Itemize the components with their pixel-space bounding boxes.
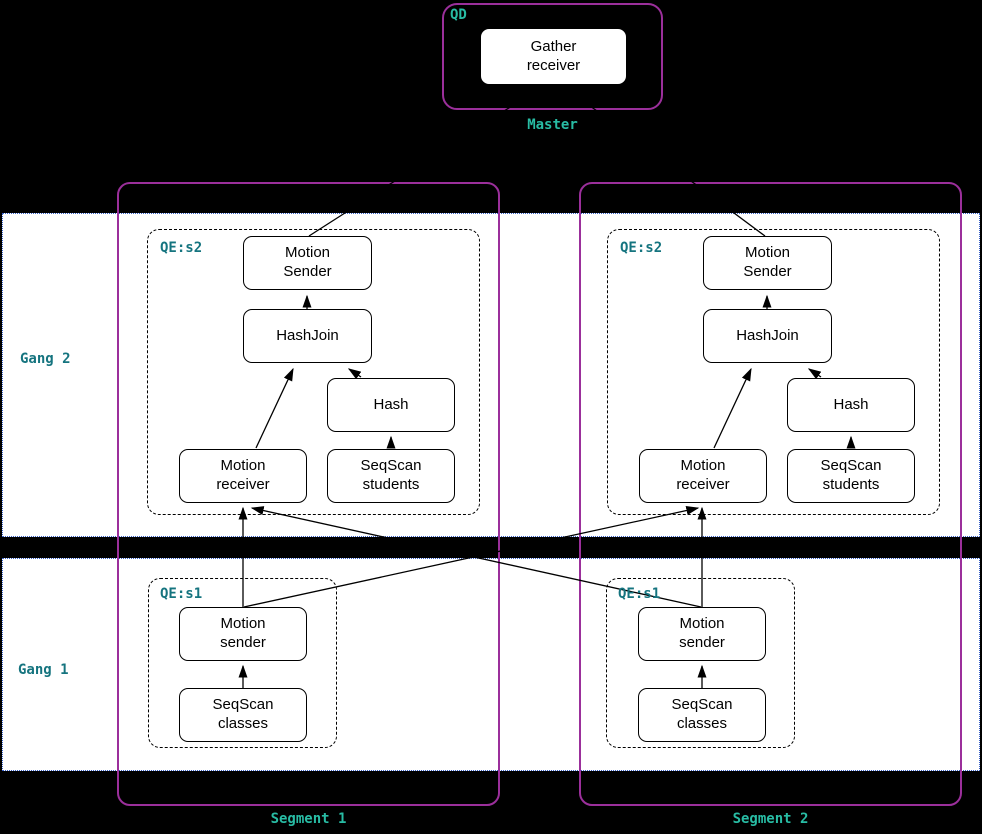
hash-seg1: Hash: [327, 378, 455, 432]
hashjoin-seg1: HashJoin: [243, 309, 372, 363]
motion-sender-s1-seg2: Motion sender: [638, 607, 766, 661]
segment-1-container: [117, 182, 500, 806]
qe-s2-container-seg2: [607, 229, 940, 515]
motion-receiver-seg2: Motion receiver: [639, 449, 767, 503]
seqscan-students-seg2: SeqScan students: [787, 449, 915, 503]
segment-2-container: [579, 182, 962, 806]
qe-s2-label-seg1: QE:s2: [160, 240, 203, 256]
qe-s1-label-seg2: QE:s1: [618, 586, 661, 602]
qe-s2-label-seg2: QE:s2: [620, 240, 663, 256]
hash-seg2: Hash: [787, 378, 915, 432]
gang-2-label: Gang 2: [20, 351, 71, 367]
segment-1-caption: Segment 1: [270, 811, 347, 827]
master-caption: Master: [527, 117, 578, 133]
seqscan-students-seg1: SeqScan students: [327, 449, 455, 503]
qd-container: [442, 3, 663, 110]
gang-1-label: Gang 1: [18, 662, 69, 678]
seqscan-classes-seg2: SeqScan classes: [638, 688, 766, 742]
motion-sender-s2-seg1: Motion Sender: [243, 236, 372, 290]
segment-2-caption: Segment 2: [732, 811, 809, 827]
hashjoin-seg2: HashJoin: [703, 309, 832, 363]
qd-label: QD: [450, 7, 467, 23]
motion-sender-s1-seg1: Motion sender: [179, 607, 307, 661]
seqscan-classes-seg1: SeqScan classes: [179, 688, 307, 742]
qe-s1-label-seg1: QE:s1: [160, 586, 203, 602]
gather-receiver-node: Gather receiver: [480, 28, 627, 85]
motion-sender-s2-seg2: Motion Sender: [703, 236, 832, 290]
motion-receiver-seg1: Motion receiver: [179, 449, 307, 503]
